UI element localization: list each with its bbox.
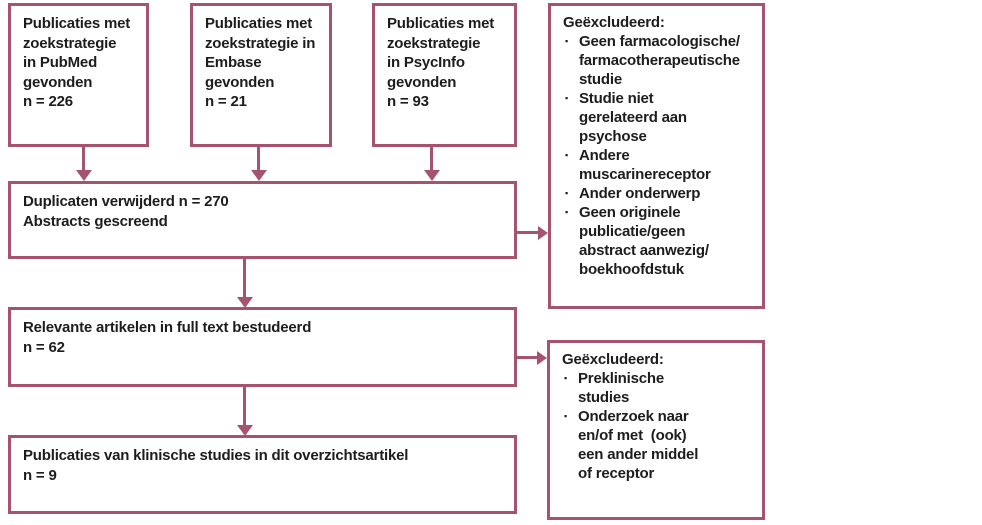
exclusion-list: ▪ Geen farmacologische/ farmacotherapeut… (563, 32, 754, 279)
list-item: ▪ Ander onderwerp (563, 184, 754, 203)
list-item: ▪ Andere muscarinereceptor (563, 146, 754, 184)
list-item: ▪ Geen farmacologische/ farmacotherapeut… (563, 32, 754, 89)
arrow-down-duplicates-to-fulltext-icon (243, 259, 246, 297)
arrow-right-to-exclusion-1-icon (517, 231, 538, 234)
exclusion-reason: Preklinische studies (578, 370, 664, 406)
exclusion-reason: Studie niet gerelateerd aan psychose (579, 90, 687, 145)
source-box-pubmed-text: Publicaties met zoekstrategie in PubMed … (23, 15, 131, 110)
process-box-included: Publicaties van klinische studies in dit… (8, 435, 517, 514)
arrow-down-embase-icon (257, 147, 260, 170)
exclusion-list: ▪ Preklinische studies ▪ Onderzoek naar … (562, 369, 754, 483)
exclusion-reason: Onderzoek naar en/of met (ook) een ander… (578, 408, 699, 482)
bullet-square-icon: ▪ (565, 93, 568, 103)
exclusion-reason: Geen originele publicatie/geen abstract … (579, 204, 709, 278)
source-box-pubmed: Publicaties met zoekstrategie in PubMed … (8, 3, 149, 147)
exclusion-box-title: Geëxcludeerd: (563, 14, 665, 31)
bullet-square-icon: ▪ (564, 373, 567, 383)
bullet-square-icon: ▪ (565, 207, 568, 217)
exclusion-reason: Andere muscarinereceptor (579, 147, 711, 183)
process-box-duplicates: Duplicaten verwijderd n = 270 Abstracts … (8, 181, 517, 259)
arrow-right-to-exclusion-2-icon (517, 356, 537, 359)
arrow-down-pubmed-icon (82, 147, 85, 170)
exclusion-box-fulltext-content: Geëxcludeerd: ▪ Preklinische studies ▪ O… (550, 343, 762, 483)
source-box-embase-text: Publicaties met zoekstrategie in Embase … (205, 15, 316, 110)
process-box-duplicates-text: Duplicaten verwijderd n = 270 Abstracts … (23, 193, 229, 230)
bullet-square-icon: ▪ (564, 411, 567, 421)
bullet-square-icon: ▪ (565, 36, 568, 46)
process-box-fulltext-text: Relevante artikelen in full text bestude… (23, 319, 312, 356)
bullet-square-icon: ▪ (565, 188, 568, 198)
list-item: ▪ Studie niet gerelateerd aan psychose (563, 89, 754, 146)
bullet-square-icon: ▪ (565, 150, 568, 160)
list-item: ▪ Geen originele publicatie/geen abstrac… (563, 203, 754, 279)
exclusion-box-abstracts: Geëxcludeerd: ▪ Geen farmacologische/ fa… (548, 3, 765, 309)
list-item: ▪ Preklinische studies (562, 369, 754, 407)
process-box-included-text: Publicaties van klinische studies in dit… (23, 447, 409, 484)
arrow-down-psycinfo-icon (430, 147, 433, 170)
exclusion-reason: Geen farmacologische/ farmacotherapeutis… (579, 33, 740, 88)
exclusion-box-title: Geëxcludeerd: (562, 351, 664, 368)
source-box-psycinfo: Publicaties met zoekstrategie in PsycInf… (372, 3, 517, 147)
exclusion-box-fulltext: Geëxcludeerd: ▪ Preklinische studies ▪ O… (547, 340, 765, 520)
process-box-fulltext: Relevante artikelen in full text bestude… (8, 307, 517, 387)
exclusion-reason: Ander onderwerp (579, 185, 701, 202)
source-box-embase: Publicaties met zoekstrategie in Embase … (190, 3, 332, 147)
source-box-psycinfo-text: Publicaties met zoekstrategie in PsycInf… (387, 15, 495, 110)
arrow-down-fulltext-to-included-icon (243, 387, 246, 425)
list-item: ▪ Onderzoek naar en/of met (ook) een and… (562, 407, 754, 483)
exclusion-box-abstracts-content: Geëxcludeerd: ▪ Geen farmacologische/ fa… (551, 6, 762, 279)
